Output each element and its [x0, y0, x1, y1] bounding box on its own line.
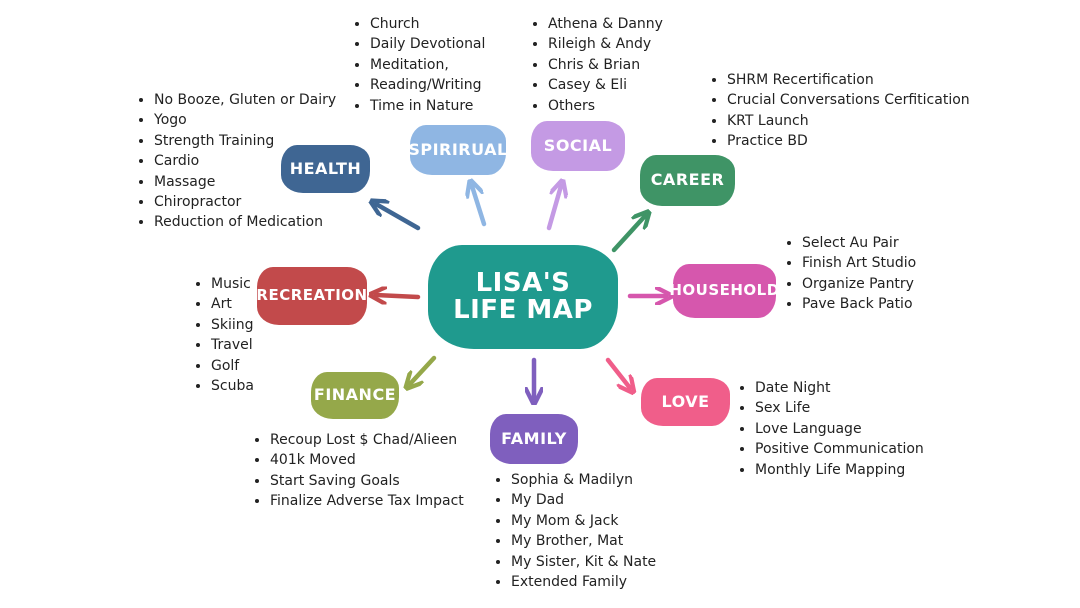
- list-item: Practice BD: [727, 131, 970, 151]
- arrow-to-career: [611, 216, 645, 253]
- topic-career-label: CAREER: [650, 170, 725, 190]
- arrow-to-love: [605, 357, 630, 388]
- list-item: Organize Pantry: [802, 274, 916, 294]
- topic-family: FAMILY: [490, 414, 578, 464]
- arrow-to-spiritual: [472, 186, 487, 227]
- list-item: Art: [211, 294, 254, 314]
- topic-family-label: FAMILY: [501, 428, 567, 448]
- family-items: Sophia & Madilyn My Dad My Mom & Jack My…: [495, 470, 656, 592]
- center-title-line2: LIFE MAP: [453, 295, 593, 325]
- list-item: Pave Back Patio: [802, 294, 916, 314]
- list-item: Positive Communication: [755, 439, 924, 459]
- list-item: Rileigh & Andy: [548, 34, 663, 54]
- list-item: Cardio: [154, 151, 336, 171]
- household-items: Select Au Pair Finish Art Studio Organiz…: [786, 233, 916, 315]
- list-item: Crucial Conversations Cerfitication: [727, 90, 970, 110]
- list-item: Golf: [211, 356, 254, 376]
- topic-finance: FINANCE: [311, 372, 399, 419]
- list-item: Strength Training: [154, 131, 336, 151]
- topic-household: HOUSEHOLD: [669, 264, 779, 318]
- topic-social: SOCIAL: [531, 121, 625, 171]
- list-item: Skiing: [211, 315, 254, 335]
- list-item: Massage: [154, 172, 336, 192]
- list-item: Scuba: [211, 376, 254, 396]
- list-item: KRT Launch: [727, 111, 970, 131]
- topic-career: CAREER: [640, 155, 735, 206]
- list-item: My Dad: [511, 490, 656, 510]
- topic-household-label: HOUSEHOLD: [669, 281, 780, 300]
- list-item: Date Night: [755, 378, 924, 398]
- topic-health-label: HEALTH: [289, 158, 362, 178]
- topic-health: HEALTH: [281, 145, 370, 193]
- list-item: Athena & Danny: [548, 14, 663, 34]
- topic-love-label: LOVE: [661, 391, 710, 411]
- topic-love: LOVE: [641, 378, 730, 426]
- list-item: SHRM Recertification: [727, 70, 970, 90]
- list-item: Casey & Eli: [548, 75, 663, 95]
- list-item: My Sister, Kit & Nate: [511, 552, 656, 572]
- list-item: Yogo: [154, 110, 336, 130]
- list-item: Start Saving Goals: [270, 471, 464, 491]
- list-item: Reduction of Medication: [154, 212, 336, 232]
- list-item: Church: [370, 14, 485, 34]
- topic-recreation: RECREATION: [256, 267, 368, 325]
- health-items: No Booze, Gluten or Dairy Yogo Strength …: [138, 90, 336, 233]
- list-item: Music: [211, 274, 254, 294]
- list-item: Extended Family: [511, 572, 656, 592]
- list-item: Travel: [211, 335, 254, 355]
- list-item: Love Language: [755, 419, 924, 439]
- list-item: Finalize Adverse Tax Impact: [270, 491, 464, 511]
- topic-social-label: SOCIAL: [543, 135, 613, 155]
- love-items: Date Night Sex Life Love Language Positi…: [739, 378, 924, 480]
- list-item: My Brother, Mat: [511, 531, 656, 551]
- list-item: Sophia & Madilyn: [511, 470, 656, 490]
- topic-spiritual-label: SPIRIRUAL: [408, 139, 508, 159]
- list-item: Time in Nature: [370, 96, 485, 116]
- spiritual-items: Church Daily Devotional Meditation, Read…: [354, 14, 485, 116]
- list-item: Monthly Life Mapping: [755, 460, 924, 480]
- recreation-items: Music Art Skiing Travel Golf Scuba: [195, 274, 254, 396]
- list-item: Sex Life: [755, 398, 924, 418]
- arrow-to-finance: [410, 355, 437, 384]
- list-item: Finish Art Studio: [802, 253, 916, 273]
- center-title-line1: LISA'S: [475, 267, 571, 298]
- list-item: Recoup Lost $ Chad/Alieen: [270, 430, 464, 450]
- list-item: Others: [548, 96, 663, 116]
- list-item: No Booze, Gluten or Dairy: [154, 90, 336, 110]
- arrow-to-social: [546, 186, 561, 231]
- finance-items: Recoup Lost $ Chad/Alieen 401k Moved Sta…: [254, 430, 464, 512]
- topic-finance-label: FINANCE: [313, 385, 397, 405]
- list-item: Chiropractor: [154, 192, 336, 212]
- social-items: Athena & Danny Rileigh & Andy Chris & Br…: [532, 14, 663, 116]
- career-items: SHRM Recertification Crucial Conversatio…: [711, 70, 970, 152]
- list-item: Select Au Pair: [802, 233, 916, 253]
- list-item: Chris & Brian: [548, 55, 663, 75]
- center-node: LISA'S LIFE MAP: [428, 245, 618, 349]
- list-item: Daily Devotional: [370, 34, 485, 54]
- arrow-to-health: [376, 204, 421, 231]
- topic-spiritual: SPIRIRUAL: [408, 125, 508, 175]
- list-item: Reading/Writing: [370, 75, 485, 95]
- arrow-to-recreation: [376, 295, 421, 297]
- topic-recreation-label: RECREATION: [256, 286, 368, 305]
- list-item: 401k Moved: [270, 450, 464, 470]
- list-item: Meditation,: [370, 55, 485, 75]
- list-item: My Mom & Jack: [511, 511, 656, 531]
